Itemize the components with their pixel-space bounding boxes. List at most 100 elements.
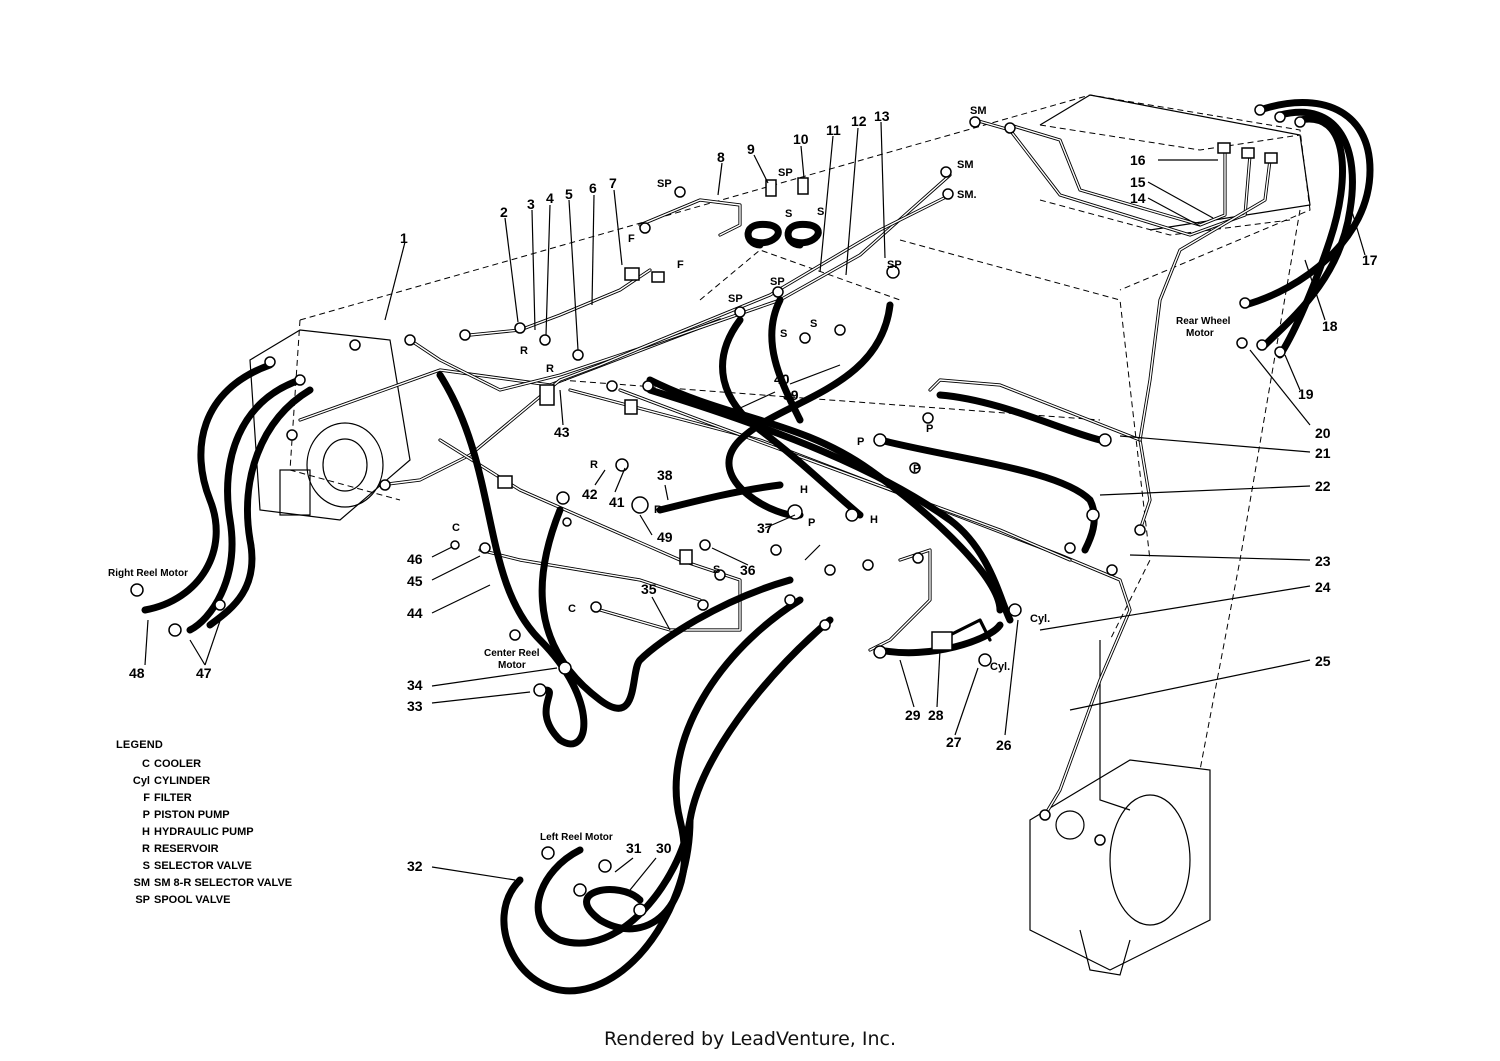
code-cyl: Cyl. <box>990 661 1010 673</box>
fitting <box>1256 339 1268 351</box>
code-f: F <box>677 259 684 271</box>
code-s: S <box>713 564 720 576</box>
callout-2: 2 <box>500 204 508 220</box>
callout-19: 19 <box>1298 386 1314 402</box>
callout-41: 41 <box>609 494 625 510</box>
fitting <box>642 380 654 392</box>
part-labels: Right Reel Motor Rear Wheel Motor Center… <box>108 316 1231 843</box>
code-s: S <box>810 318 817 330</box>
fitting <box>714 569 726 581</box>
callout-3: 3 <box>527 196 535 212</box>
callout-29: 29 <box>905 707 921 723</box>
code-s: S <box>817 206 824 218</box>
fitting <box>1134 524 1146 536</box>
legend-code: F <box>143 791 150 804</box>
callout-1: 1 <box>400 230 408 246</box>
fitting <box>699 539 711 551</box>
code-sm: SM <box>970 105 987 117</box>
callout-45: 45 <box>407 573 423 589</box>
callout-25: 25 <box>1315 653 1331 669</box>
rendered-by-footer: Rendered by LeadVenture, Inc. <box>603 1028 897 1050</box>
component-codes: SM SM SM. SP SP S S F F SP SP SP S S R R… <box>452 105 1050 673</box>
fitting <box>651 271 665 283</box>
fitting <box>615 458 629 472</box>
center-reel-motor-label-line1: Center Reel <box>484 648 540 659</box>
callout-16: 16 <box>1130 152 1146 168</box>
fitting <box>1274 346 1286 358</box>
code-p: P <box>808 517 815 529</box>
fitting <box>573 883 587 897</box>
fitting <box>940 166 952 178</box>
callout-48: 48 <box>129 665 145 681</box>
fitting <box>697 599 709 611</box>
code-c: C <box>452 522 460 534</box>
fitting <box>931 631 953 651</box>
callout-26: 26 <box>996 737 1012 753</box>
callout-30: 30 <box>656 840 672 856</box>
fitting <box>541 846 555 860</box>
callout-9: 9 <box>747 141 755 157</box>
legend-text: COOLER <box>154 757 202 770</box>
callout-35: 35 <box>641 581 657 597</box>
code-sp: SP <box>657 178 672 190</box>
callout-7: 7 <box>609 175 617 191</box>
pump-housing <box>249 329 411 521</box>
callout-49: 49 <box>657 529 673 545</box>
code-p: P <box>913 463 920 475</box>
fitting <box>969 116 981 128</box>
code-f: F <box>628 233 635 245</box>
callout-numbers: 1 2 3 4 5 6 7 8 9 10 11 12 13 14 15 16 1… <box>129 108 1378 874</box>
callout-22: 22 <box>1315 478 1331 494</box>
fitting <box>1217 142 1231 154</box>
fitting <box>799 332 811 344</box>
fitting <box>1264 152 1278 164</box>
fitting <box>539 334 551 346</box>
fitting <box>264 356 276 368</box>
code-cyl: Cyl. <box>1030 613 1050 625</box>
code-sp: SP <box>770 276 785 288</box>
callout-5: 5 <box>565 186 573 202</box>
fitting <box>168 623 182 637</box>
fitting <box>787 504 803 520</box>
legend-text: CYLINDER <box>154 774 211 787</box>
callout-11: 11 <box>826 122 841 138</box>
fitting <box>942 188 954 200</box>
rear-wheel-motor-bracket <box>1029 759 1211 976</box>
legend-code: SM <box>133 876 151 889</box>
fitting <box>130 583 144 597</box>
fitting <box>509 629 521 641</box>
fitting <box>886 265 900 279</box>
fitting <box>862 559 874 571</box>
legend-title: LEGEND <box>116 739 164 751</box>
callout-4: 4 <box>546 190 554 206</box>
fitting <box>606 380 618 392</box>
callout-8: 8 <box>717 149 725 165</box>
fitting <box>294 374 306 386</box>
legend-code: P <box>142 808 150 821</box>
code-r: R <box>520 345 528 357</box>
fitting <box>784 594 796 606</box>
fitting <box>633 903 647 917</box>
fitting <box>873 645 887 659</box>
fitting <box>450 540 460 550</box>
fitting <box>562 517 572 527</box>
legend-code: C <box>142 757 150 770</box>
callout-34: 34 <box>407 677 423 693</box>
callout-44: 44 <box>407 605 423 621</box>
fitting <box>572 349 584 361</box>
fitting <box>379 479 391 491</box>
fitting <box>679 549 693 565</box>
fitting <box>1294 116 1306 128</box>
fitting <box>556 491 570 505</box>
fitting <box>772 286 784 298</box>
fitting <box>912 552 924 564</box>
fitting <box>1239 297 1251 309</box>
legend-text: PISTON PUMP <box>154 808 230 821</box>
